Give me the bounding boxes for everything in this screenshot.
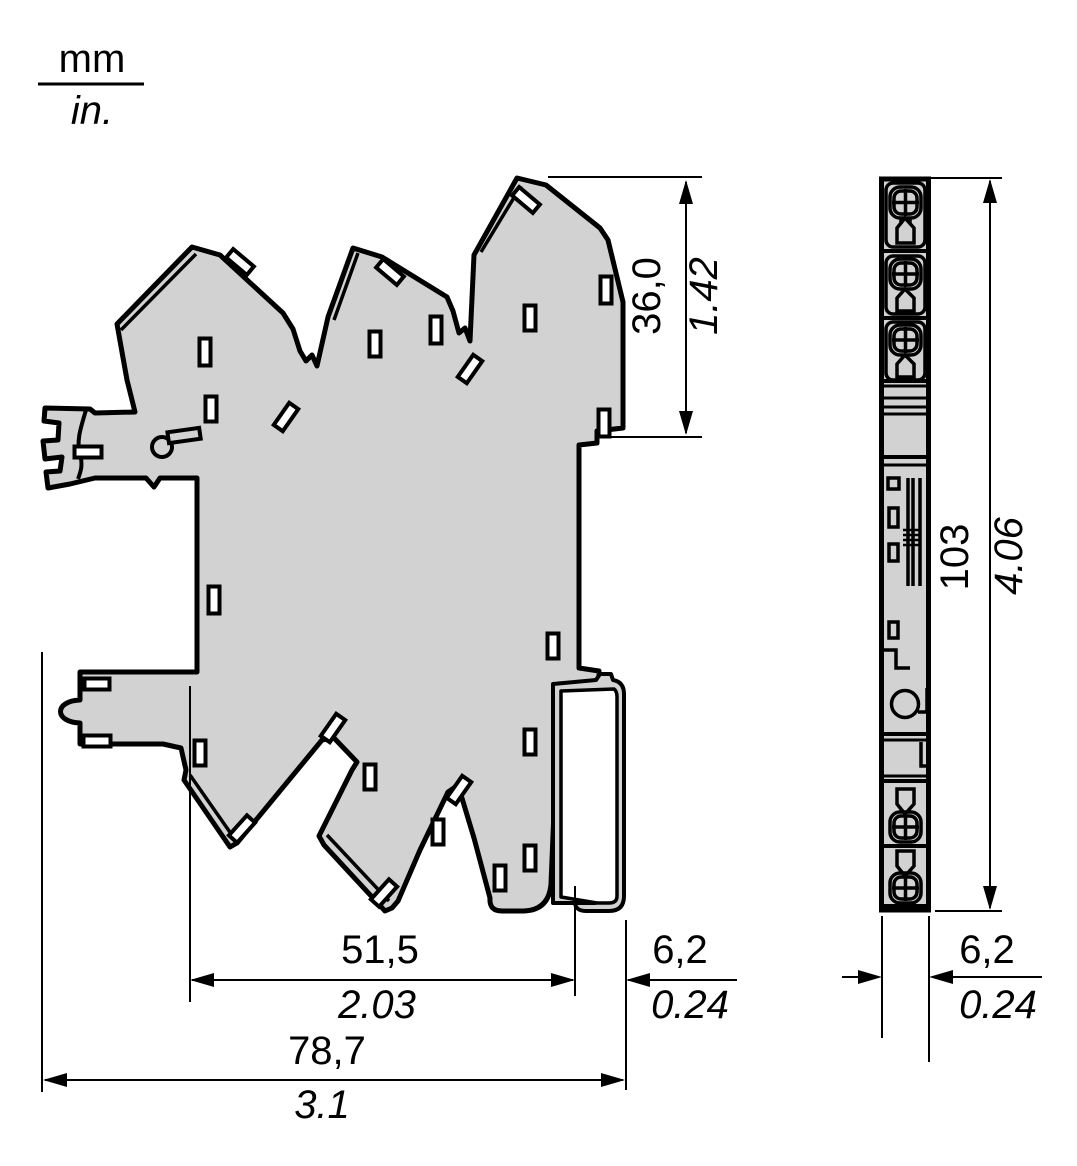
dim-total-height: 103 4.06 (931, 177, 1031, 912)
terminal-cell (884, 320, 927, 382)
dim-front-width-mm: 6,2 (959, 928, 1015, 972)
front-mechanism-detail (882, 476, 929, 768)
dim-socket-depth-in: 2.03 (337, 983, 416, 1027)
dim-socket-depth: 51,5 2.03 (189, 686, 575, 1027)
dim-total-depth: 78,7 3.1 (41, 652, 625, 1127)
dim-relay-height-mm: 36,0 (625, 257, 669, 335)
dim-total-height-mm: 103 (933, 524, 977, 591)
latch-detail (150, 425, 203, 459)
terminal-cell (884, 254, 927, 316)
dim-relay-height-in: 1.42 (682, 257, 726, 335)
dim-front-width-in: 0.24 (959, 983, 1037, 1027)
front-view (879, 176, 931, 913)
dim-rail-depth-in: 0.24 (651, 983, 729, 1027)
dim-total-depth-in: 3.1 (294, 1083, 350, 1127)
units-legend: mm in. (38, 37, 144, 133)
dim-total-height-in: 4.06 (987, 516, 1031, 595)
imperial-unit-label: in. (71, 89, 113, 133)
edge-strip-lines (119, 185, 523, 903)
side-view (40, 175, 626, 914)
metric-unit-label: mm (59, 37, 126, 81)
dim-rail-depth: 6,2 0.24 (574, 886, 737, 1090)
terminal-top-cells (884, 181, 927, 382)
terminal-cell (888, 787, 923, 844)
dimension-annotations: 36,0 1.42 51,5 2.03 6,2 0.24 78, (41, 176, 1042, 1127)
din-rail-profile (551, 672, 626, 913)
front-section-lines (881, 249, 929, 908)
socket-side-outline (40, 175, 626, 914)
terminal-cell (884, 181, 927, 249)
dim-relay-height: 36,0 1.42 (548, 176, 726, 438)
terminal-bottom-cells (888, 787, 923, 905)
slot-openings (72, 184, 614, 910)
dim-total-depth-mm: 78,7 (288, 1029, 366, 1073)
terminal-cell (888, 849, 923, 905)
dim-front-width: 6,2 0.24 (842, 916, 1042, 1062)
dim-rail-depth-mm: 6,2 (652, 928, 708, 972)
dim-socket-depth-mm: 51,5 (341, 928, 419, 972)
